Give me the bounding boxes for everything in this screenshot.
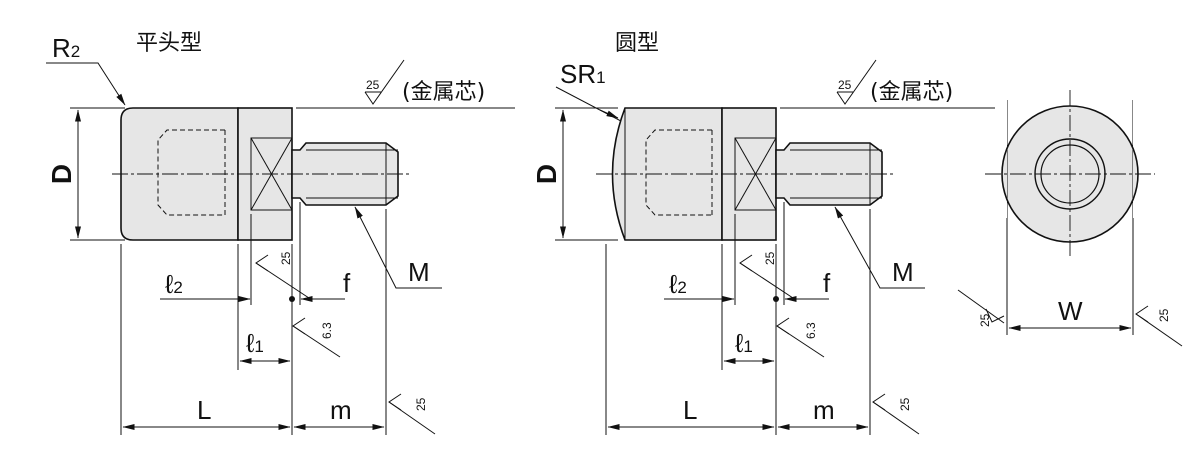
flat-L-label: L	[197, 395, 211, 425]
flat-core-finish-symbol: 25	[364, 59, 405, 105]
svg-text:6.3: 6.3	[320, 322, 334, 339]
round-radius-arrow	[599, 109, 619, 119]
end-view-right-finish-symbol: 25	[1135, 305, 1183, 347]
end-view: W 25 25	[957, 90, 1183, 347]
flat-d-label: D	[46, 164, 77, 184]
flat-m-dim-label: m	[330, 395, 352, 425]
svg-text:25: 25	[366, 78, 380, 92]
flat-type-view: 平头型 R2 25 (金属芯) D M	[46, 31, 515, 435]
svg-text:6.3: 6.3	[804, 322, 818, 339]
round-m-label: M	[892, 257, 914, 287]
round-radius-label: SR1	[560, 59, 606, 89]
svg-text:25: 25	[898, 397, 912, 411]
svg-text:25: 25	[279, 251, 293, 265]
svg-text:25: 25	[838, 78, 852, 92]
svg-text:25: 25	[978, 313, 992, 327]
flat-f-label: f	[343, 268, 351, 298]
svg-text:25: 25	[1157, 308, 1171, 322]
round-ref-dot	[773, 296, 779, 302]
round-fine-finish-symbol: 6.3	[776, 317, 825, 358]
round-m-leader	[834, 206, 925, 289]
flat-radius-label: R2	[52, 33, 80, 63]
flat-core-note: (金属芯)	[402, 80, 485, 105]
round-m-dim-label: m	[813, 395, 835, 425]
round-l1-label: ℓ1	[735, 328, 753, 358]
svg-text:25: 25	[763, 251, 777, 265]
round-f-label: f	[823, 268, 831, 298]
round-end-finish-symbol: 25	[872, 393, 920, 435]
end-view-left-finish-symbol: 25	[957, 289, 1005, 327]
round-type-view: 圆型 SR1 25 (金属芯) D M	[531, 31, 995, 435]
flat-hidden-bore	[157, 129, 225, 216]
end-view-w-label: W	[1058, 296, 1083, 326]
flat-end-finish-symbol: 25	[388, 393, 436, 435]
round-L-label: L	[683, 395, 697, 425]
flat-ref-dot	[289, 296, 295, 302]
round-l2-label: ℓ2	[669, 269, 687, 299]
flat-radius-leader	[46, 62, 126, 106]
flat-l2-label: ℓ2	[165, 269, 183, 299]
flat-fine-finish-symbol: 6.3	[292, 317, 341, 358]
flat-type-title: 平头型	[136, 31, 202, 56]
round-d-label: D	[531, 164, 562, 184]
flat-l1-label: ℓ1	[246, 328, 264, 358]
flat-head-body	[120, 107, 239, 241]
round-core-finish-symbol: 25	[836, 59, 877, 105]
svg-text:25: 25	[414, 397, 428, 411]
round-core-note: (金属芯)	[870, 80, 953, 105]
round-type-title: 圆型	[615, 31, 659, 56]
flat-m-leader	[354, 206, 442, 289]
flat-face-finish-symbol: 25	[255, 251, 313, 301]
round-face-finish-symbol: 25	[739, 251, 797, 301]
flat-m-label: M	[408, 257, 430, 287]
